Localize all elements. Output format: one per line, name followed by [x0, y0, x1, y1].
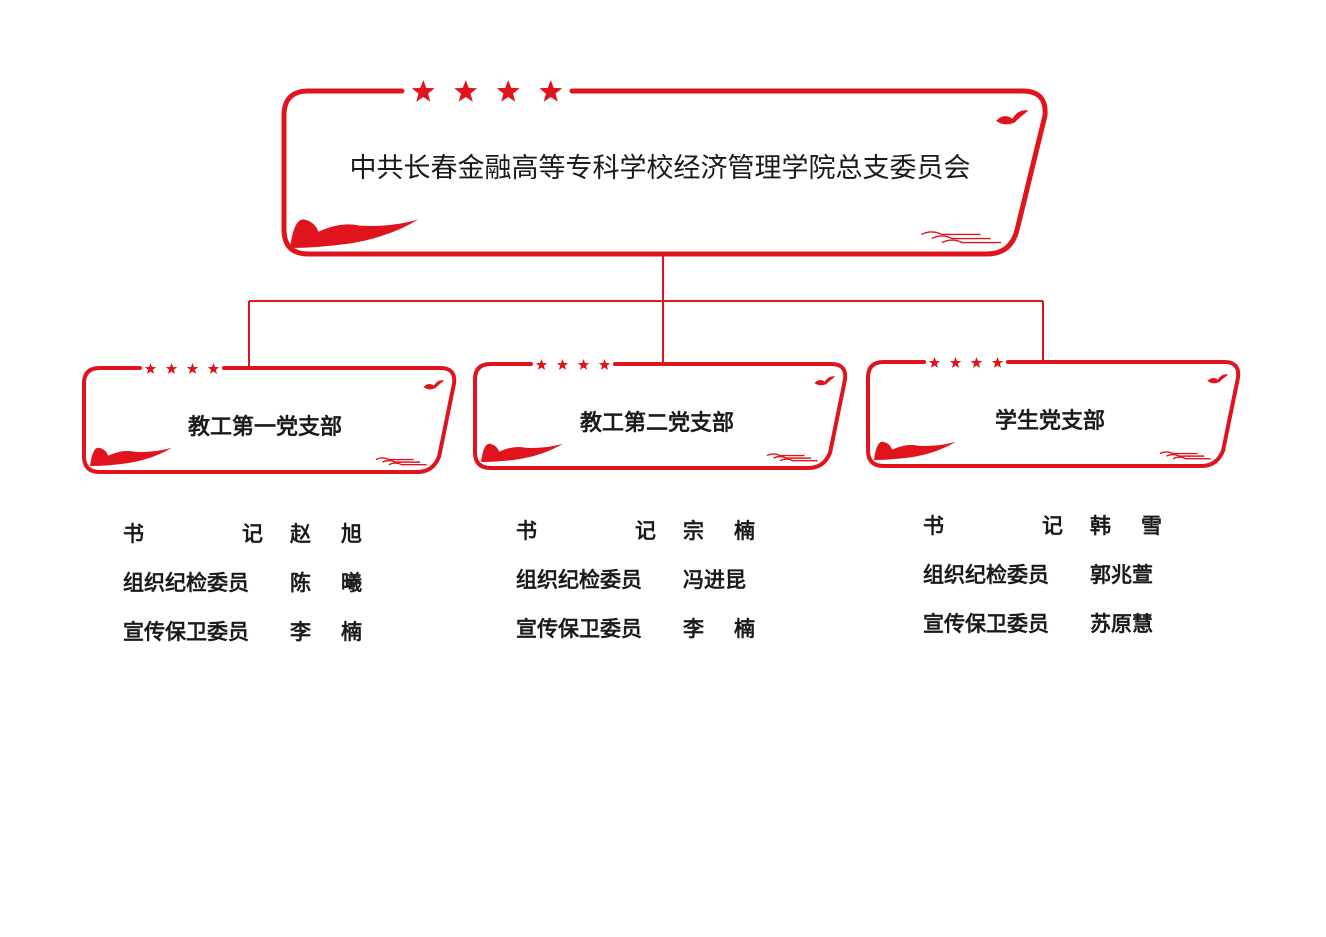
star-icon [496, 80, 520, 102]
frame-border [82, 366, 457, 474]
star-icon [144, 363, 157, 374]
connector-lines [248, 254, 1044, 368]
wave-ornament-icon [388, 462, 427, 466]
star-icon [991, 357, 1004, 368]
bird-ornament-icon [995, 110, 1029, 125]
member-role: 宣传保卫委员 [923, 611, 1049, 636]
member-name: 韩雪 [1090, 513, 1162, 538]
bird-ornament-icon [814, 376, 836, 386]
frame-border [281, 88, 1048, 257]
branch-1-title: 教工第一党支部 [187, 414, 342, 440]
wave-ornament-icon [773, 455, 812, 459]
bird-ornament-icon [423, 380, 445, 390]
star-icon [598, 359, 611, 370]
star-icon [949, 357, 962, 368]
star-icon [535, 359, 548, 370]
member-name: 苏原慧 [1090, 611, 1153, 636]
bird-ornament-icon [1207, 374, 1229, 384]
cloud-ornament-icon [481, 443, 563, 462]
star-icon [207, 363, 220, 374]
star-icon [928, 357, 941, 368]
member-role: 书记 [516, 518, 656, 543]
wave-ornament-icon [779, 458, 818, 462]
member-name: 郭兆萱 [1090, 562, 1153, 587]
member-name: 陈曦 [290, 570, 362, 595]
star-icon [970, 357, 983, 368]
star-icon [165, 363, 178, 374]
wave-ornament-icon [931, 235, 991, 240]
member-name: 李楠 [290, 619, 362, 644]
wave-ornament-icon [921, 231, 981, 236]
branch-2-frame [473, 359, 848, 470]
star-icon [186, 363, 199, 374]
member-name: 李楠 [683, 616, 755, 641]
root-frame [281, 80, 1048, 257]
wave-ornament-icon [382, 459, 421, 463]
frame-border [473, 362, 848, 470]
branch-3-title: 学生党支部 [994, 408, 1105, 434]
star-icon [539, 80, 563, 102]
star-icon [556, 359, 569, 370]
star-icon [454, 80, 478, 102]
member-name: 冯进昆 [683, 567, 746, 592]
wave-ornament-icon [1172, 456, 1211, 460]
member-role: 宣传保卫委员 [123, 619, 249, 644]
member-role: 宣传保卫委员 [516, 616, 642, 641]
star-icon [411, 80, 435, 102]
wave-ornament-icon [375, 457, 414, 461]
wave-ornament-icon [1166, 453, 1205, 457]
member-role: 组织纪检委员 [516, 567, 642, 592]
cloud-ornament-icon [89, 447, 172, 466]
wave-ornament-icon [1159, 451, 1198, 455]
star-icon [577, 359, 590, 370]
wave-ornament-icon [941, 239, 1001, 244]
member-role: 组织纪检委员 [923, 562, 1049, 587]
member-role: 书记 [123, 521, 263, 546]
member-role: 组织纪检委员 [123, 570, 249, 595]
root-title: 中共长春金融高等专科学校经济管理学院总支委员会 [349, 153, 971, 184]
cloud-ornament-icon [873, 441, 956, 460]
branch-1-frame [82, 363, 457, 474]
member-name: 赵旭 [290, 521, 362, 546]
cloud-ornament-icon [290, 219, 419, 248]
member-role: 书记 [923, 513, 1063, 538]
wave-ornament-icon [766, 453, 805, 457]
branch-3-frame [866, 357, 1241, 468]
member-name: 宗楠 [683, 518, 755, 543]
branch-2-title: 教工第二党支部 [579, 410, 734, 436]
frame-border [866, 360, 1241, 468]
